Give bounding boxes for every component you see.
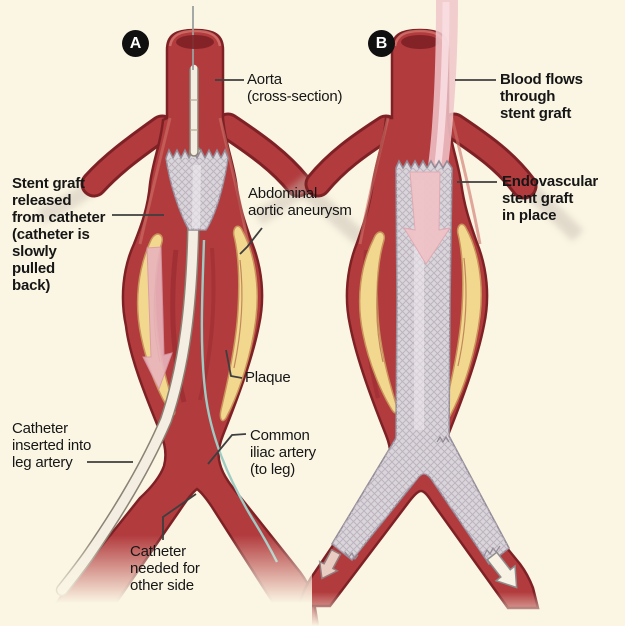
branch-artery-right-a xyxy=(217,115,309,195)
stent-limb-end-zigzag-b xyxy=(344,545,501,561)
wall-highlight-left-b xyxy=(358,117,390,245)
label-abdominal-aortic-aneurysm: Abdominal aortic aneurysm xyxy=(248,185,352,219)
label-plaque: Plaque xyxy=(245,369,291,386)
wall-highlight-right-a xyxy=(218,117,250,245)
branch-artery-left-b xyxy=(307,117,397,195)
label-catheter-other-side: Catheter needed for other side xyxy=(130,543,200,594)
panel-b-badge: B xyxy=(368,30,395,57)
wall-highlight-left-a xyxy=(138,117,172,245)
stent-highlight-a xyxy=(192,164,201,229)
label-catheter-leg-artery: Catheter inserted into leg artery xyxy=(12,420,92,471)
outflow-arrow-left-b xyxy=(318,548,342,580)
panel-b-art xyxy=(254,0,584,610)
label-blood-flows: Blood flows through stent graft xyxy=(500,71,583,122)
outflow-arrow-right-b xyxy=(486,551,518,589)
aorta-rim-highlight-a xyxy=(168,29,222,47)
label-stent-graft-released: Stent graft released from catheter (cath… xyxy=(12,175,106,294)
fade-bottom-a xyxy=(0,535,312,626)
wall-highlight-right-b xyxy=(450,117,482,245)
fade-bottom-b xyxy=(312,592,625,626)
aorta-cross-section-b xyxy=(401,35,439,49)
leader-plaque-a xyxy=(225,349,243,379)
branch-artery-right-b xyxy=(443,115,535,197)
leader-catheter-other-a xyxy=(162,493,197,540)
contralateral-guidewire-a xyxy=(200,239,279,563)
leader-iliac-a xyxy=(207,433,247,465)
leader-lines xyxy=(87,79,497,540)
panel-a-badge: A xyxy=(122,30,149,57)
flow-arrow-a xyxy=(142,246,173,391)
leader-aneurysm-a xyxy=(239,227,263,255)
label-endovascular-stent-graft: Endovascular stent graft in place xyxy=(502,173,598,224)
flow-arrow-b xyxy=(402,171,452,265)
label-aorta: Aorta (cross-section) xyxy=(247,71,343,105)
aorta-cross-section-a xyxy=(176,35,214,49)
label-common-iliac-artery: Common iliac artery (to leg) xyxy=(250,427,316,478)
blood-stream-highlight-b xyxy=(434,1,450,165)
stent-limb-seam-b xyxy=(436,435,450,444)
branch-artery-left-a xyxy=(83,117,173,195)
catheter-tip-joints-a xyxy=(190,99,198,131)
plaque-texture-b xyxy=(376,257,467,367)
